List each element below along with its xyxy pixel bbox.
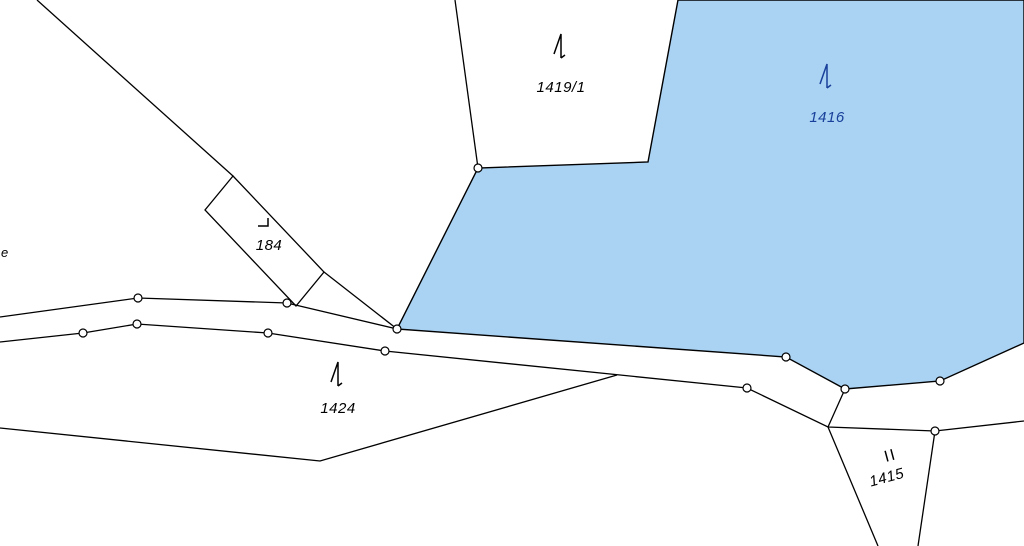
conifer-icon bbox=[330, 361, 343, 387]
vertex-point bbox=[263, 328, 273, 338]
boundary-line bbox=[36, 0, 234, 177]
edge-label-fragment: e bbox=[1, 245, 8, 260]
vertex-point bbox=[380, 346, 390, 356]
grass-icon bbox=[884, 449, 895, 462]
vertex-point bbox=[473, 163, 483, 173]
vertex-point bbox=[935, 376, 945, 386]
vertex-point bbox=[840, 384, 850, 394]
conifer-icon bbox=[553, 33, 566, 59]
boundary-line bbox=[0, 374, 618, 462]
boundary-line bbox=[204, 175, 325, 307]
boundary-line bbox=[827, 426, 879, 546]
corner-icon bbox=[258, 218, 269, 227]
vertex-point bbox=[133, 293, 143, 303]
vertex-point bbox=[392, 324, 402, 334]
parcel-label-1424: 1424 bbox=[320, 400, 355, 417]
boundary-line bbox=[323, 271, 398, 330]
conifer-icon bbox=[819, 63, 832, 89]
vertex-point bbox=[282, 298, 292, 308]
parcel-label-1419-1: 1419/1 bbox=[537, 79, 586, 96]
vertex-point bbox=[78, 328, 88, 338]
parcel-1416-area[interactable] bbox=[395, 0, 1024, 390]
boundary-line bbox=[454, 0, 479, 169]
vertex-point bbox=[781, 352, 791, 362]
parcel-label-1416: 1416 bbox=[809, 109, 845, 126]
boundary-line bbox=[917, 430, 936, 546]
vertex-point bbox=[930, 426, 940, 436]
parcel-label-184: 184 bbox=[256, 237, 283, 254]
vertex-point bbox=[742, 383, 752, 393]
boundary-line bbox=[0, 297, 398, 330]
boundary-line bbox=[827, 388, 846, 428]
boundary-line bbox=[0, 323, 936, 432]
boundary-line bbox=[934, 420, 1024, 432]
vertex-point bbox=[132, 319, 142, 329]
